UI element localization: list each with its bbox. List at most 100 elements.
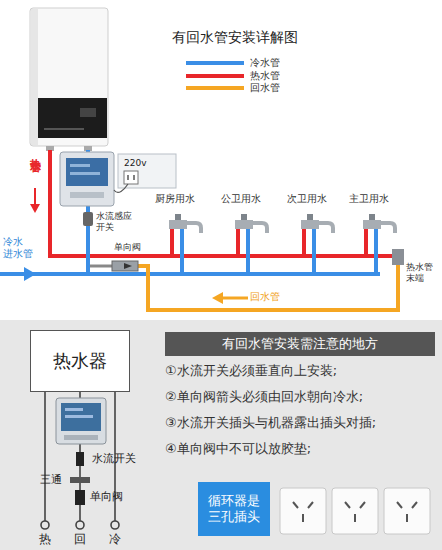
flow-switch bbox=[76, 452, 84, 466]
note-text: ②单向阀箭头必须由回水朝向冷水; bbox=[165, 389, 363, 405]
power-plug bbox=[118, 154, 176, 188]
cold-pipe bbox=[246, 228, 250, 274]
flow-arrow bbox=[24, 267, 36, 281]
power-outlet bbox=[384, 488, 430, 534]
outlet-label: 公卫用水 bbox=[221, 193, 261, 205]
check-valve bbox=[112, 261, 138, 271]
faucet bbox=[369, 214, 375, 220]
check-valve bbox=[90, 265, 112, 268]
faucet bbox=[169, 220, 187, 229]
part-label: 单向阀 bbox=[90, 490, 123, 503]
power-outlet bbox=[345, 502, 365, 522]
power-outlet bbox=[293, 502, 313, 522]
flow-switch bbox=[76, 452, 84, 466]
hot-pipe bbox=[302, 228, 306, 256]
return-pipe bbox=[138, 264, 398, 310]
circulator-device bbox=[61, 403, 101, 431]
pipe-label: 冷水 进水管 bbox=[3, 236, 33, 260]
hot-pipe bbox=[50, 150, 398, 256]
heater-pipes bbox=[76, 521, 84, 529]
hot-pipe bbox=[364, 228, 368, 256]
note-text: ③水流开关插头与机器露出插头对插; bbox=[165, 415, 376, 431]
cold-pipe bbox=[374, 228, 378, 274]
hot-pipe bbox=[236, 228, 240, 256]
port-label: 冷 bbox=[109, 532, 121, 546]
heading-bar: 有回水管安装需注意的地方 bbox=[165, 332, 435, 356]
water-heater bbox=[31, 9, 38, 145]
pipe-label: 热水管 bbox=[29, 150, 42, 153]
faucet bbox=[187, 223, 201, 233]
circulator-device bbox=[56, 398, 106, 444]
background bbox=[0, 0, 442, 320]
faucet bbox=[301, 220, 319, 229]
faucet bbox=[301, 214, 333, 233]
cold-pipe bbox=[0, 272, 380, 276]
flow-arrow bbox=[30, 204, 40, 213]
info-box: 循环器是 三孔插头 bbox=[198, 482, 270, 536]
faucet bbox=[363, 220, 381, 229]
circulator-device bbox=[70, 164, 90, 167]
part-label: 单向阀 bbox=[114, 242, 141, 253]
water-heater bbox=[80, 108, 96, 117]
circulator-device bbox=[65, 415, 93, 418]
background bbox=[0, 320, 442, 550]
circulator-device bbox=[60, 152, 114, 206]
flow-arrow bbox=[24, 188, 248, 304]
power-plug bbox=[128, 175, 134, 180]
faucet bbox=[381, 223, 395, 233]
faucet bbox=[235, 220, 253, 229]
port-label: 热 bbox=[39, 532, 51, 546]
check-valve bbox=[90, 261, 138, 271]
faucet bbox=[235, 214, 267, 233]
flow-arrow bbox=[212, 292, 223, 304]
check-valve bbox=[75, 490, 85, 505]
faucet bbox=[241, 214, 247, 220]
outlet-label: 次卫用水 bbox=[287, 193, 327, 205]
power-plug bbox=[114, 154, 176, 192]
faucet bbox=[169, 214, 201, 233]
power-plug bbox=[114, 184, 128, 192]
cold-pipe bbox=[0, 150, 380, 274]
tee-fitting bbox=[70, 477, 90, 483]
legend-text: 回水管 bbox=[250, 82, 280, 94]
tee-fitting bbox=[70, 477, 90, 483]
pipe-end-fitting bbox=[392, 249, 404, 265]
faucet bbox=[307, 214, 313, 220]
circulator-device bbox=[70, 172, 100, 175]
check-valve bbox=[75, 490, 85, 505]
pipe-label: 回水管 bbox=[250, 291, 280, 303]
faucet bbox=[319, 223, 333, 233]
flow-switch bbox=[83, 212, 93, 226]
water-heater bbox=[30, 8, 108, 146]
flow-arrow bbox=[34, 188, 36, 206]
water-heater bbox=[38, 98, 107, 138]
legend-item: 冷水管 bbox=[186, 57, 280, 69]
faucet bbox=[253, 223, 267, 233]
port-label: 回 bbox=[74, 532, 86, 546]
pipe-end-fitting bbox=[392, 249, 404, 265]
circulator-device bbox=[65, 408, 83, 411]
note-text: ④单向阀中不可以放胶垫; bbox=[165, 441, 311, 457]
flow-arrow bbox=[222, 297, 248, 300]
legend-text: 热水管 bbox=[250, 70, 280, 82]
heater-pipes bbox=[44, 392, 46, 521]
power-outlet bbox=[397, 502, 417, 522]
hot-pipe bbox=[170, 228, 174, 256]
circulator-device bbox=[66, 158, 108, 186]
power-outlet bbox=[332, 488, 378, 534]
power-plug bbox=[124, 171, 138, 184]
circulator-device bbox=[60, 152, 114, 206]
part-label: 水流感应 开关 bbox=[96, 211, 132, 233]
diagram-title: 有回水管安装详解图 bbox=[150, 29, 320, 45]
part-label: 水流开关 bbox=[92, 452, 136, 465]
voltage-label: 220v bbox=[124, 158, 147, 169]
cold-pipe bbox=[312, 228, 316, 274]
legend-swatch bbox=[186, 86, 244, 90]
node-text: 热水器 bbox=[53, 350, 107, 373]
power-outlet bbox=[280, 488, 430, 534]
legend-swatch bbox=[186, 61, 244, 65]
legend-item: 热水管 bbox=[186, 70, 280, 82]
heater-pipes bbox=[111, 521, 119, 529]
